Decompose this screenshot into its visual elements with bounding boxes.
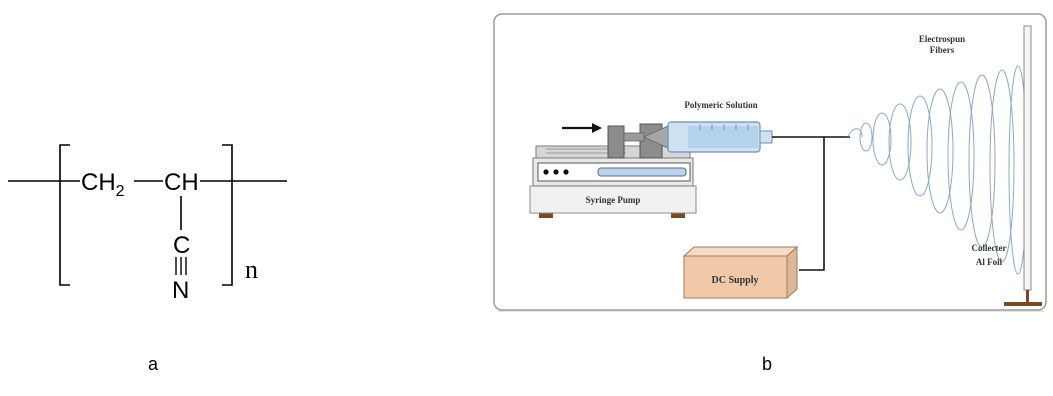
push-direction-arrow: [562, 123, 602, 133]
pump-pusher-block: [607, 125, 625, 159]
bracket-left: [59, 144, 70, 286]
plunger-rod: [623, 132, 645, 142]
bracket-right: [222, 144, 233, 286]
dc-box-front: [683, 255, 788, 299]
electrospinning-diagram: Syringe Pump Polymeric Solution: [493, 13, 1047, 312]
label-electrospun-line2: Fibers: [930, 45, 955, 55]
polyacrylonitrile-structure: CH2 CH C N n: [8, 144, 287, 304]
label-collector-line1: Collecter: [972, 243, 1007, 253]
dc-box-side: [786, 245, 798, 300]
atom-c: C: [173, 232, 190, 259]
triple-bond: [175, 257, 187, 275]
pump-button-2: [553, 169, 559, 175]
syringe-pump: Syringe Pump: [529, 123, 697, 218]
polymeric-solution-fill: [688, 126, 758, 148]
pump-progress-slot: [597, 167, 687, 177]
label-polymeric-solution: Polymeric Solution: [684, 100, 757, 110]
syringe: Polymeric Solution: [623, 100, 850, 153]
collector-plate: [1023, 25, 1032, 291]
label-electrospun-line1: Electrospun: [919, 34, 965, 44]
wire-needle-to-supply: [799, 137, 825, 271]
electrospun-fibers: [847, 65, 1028, 275]
label-dc-supply: DC Supply: [712, 275, 759, 286]
dc-box-top: [682, 246, 799, 257]
collector-foot: [1004, 302, 1042, 306]
atom-ch: CH: [164, 169, 199, 196]
atom-n: N: [172, 277, 189, 304]
caption-a: a: [148, 354, 159, 374]
diagram-frame: [493, 13, 1047, 311]
collector-stand: [1026, 290, 1029, 304]
dc-supply: DC Supply: [682, 245, 799, 300]
pump-foot-right: [671, 212, 685, 218]
syringe-nozzle: [759, 130, 773, 144]
caption-b: b: [762, 354, 772, 374]
pump-foot-left: [539, 212, 553, 218]
pump-button-3: [563, 169, 569, 175]
dc-supply-wiring: [799, 137, 825, 271]
collector-al-foil: Collecter Al Foil: [972, 25, 1042, 306]
label-collector-line2: Al Foil: [976, 257, 1003, 267]
label-syringe-pump: Syringe Pump: [586, 195, 641, 205]
repeat-unit-n: n: [245, 255, 258, 284]
atom-ch2: CH2: [81, 169, 125, 200]
pump-button-1: [543, 169, 549, 175]
